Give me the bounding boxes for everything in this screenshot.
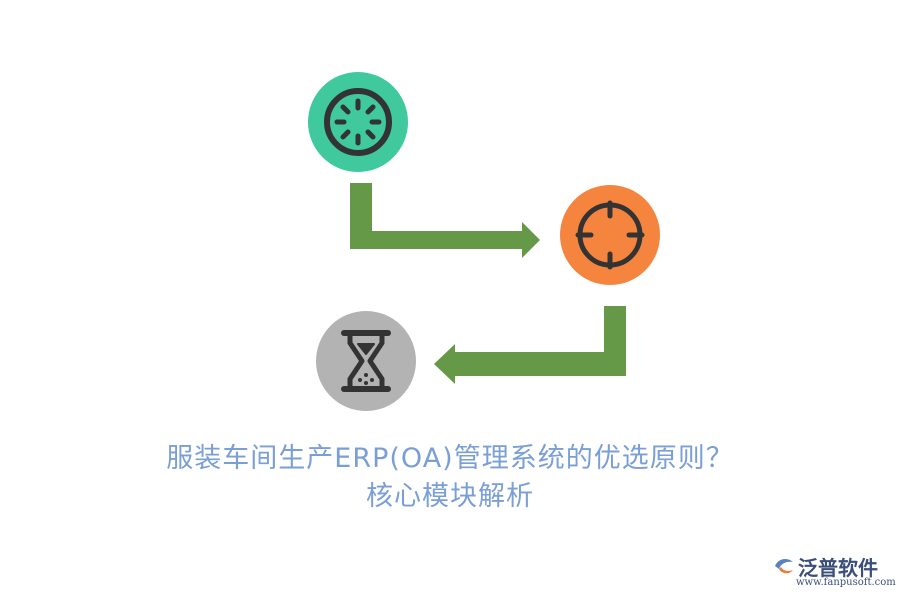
node-hourglass (316, 311, 416, 411)
arrow-down-right (350, 183, 540, 258)
page-title-line1: 服装车间生产ERP(OA)管理系统的优选原则？ (166, 443, 734, 474)
brand-name: 泛普软件 (798, 556, 878, 580)
node-settings (308, 72, 408, 172)
page-title-line2: 核心模块解析 (366, 481, 534, 512)
node-circle-green (308, 72, 408, 172)
brand-watermark: 泛普软件 www.fanpusoft.com (772, 552, 896, 592)
arrow-down-left (434, 306, 626, 384)
node-circle-orange (560, 185, 660, 285)
node-target (560, 185, 660, 285)
crosshair-icon (575, 200, 645, 270)
fanpu-logo-icon (775, 558, 793, 574)
hourglass-icon (341, 330, 391, 392)
settings-dial-icon (324, 88, 392, 156)
brand-url: www.fanpusoft.com (796, 577, 896, 588)
node-circle-grey (316, 311, 416, 411)
